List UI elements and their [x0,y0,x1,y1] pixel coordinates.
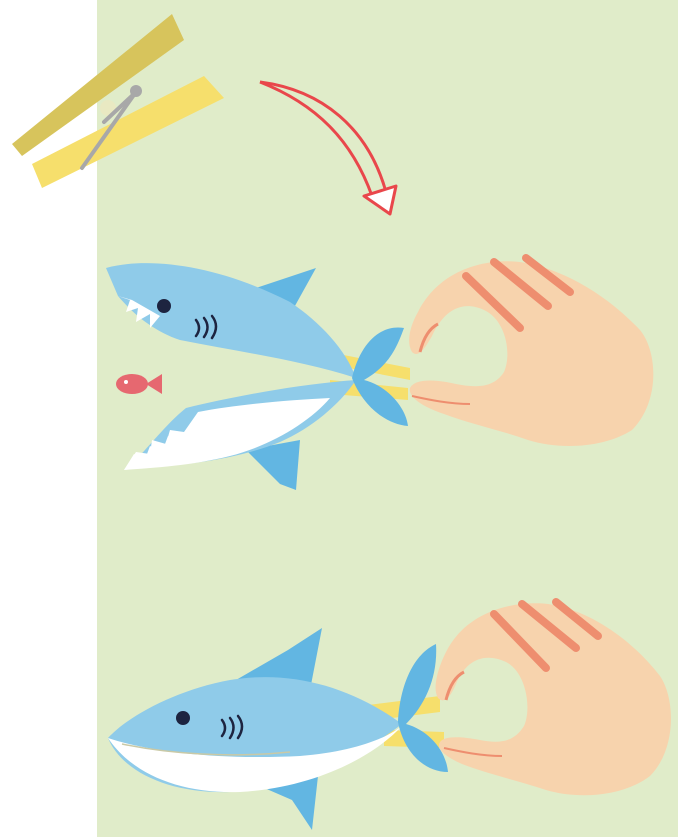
open-shark-scene [106,254,654,490]
shark-lower-body [124,380,356,490]
closed-shark-scene [108,598,671,830]
shark-tail [352,327,408,426]
shark-eye-icon [157,299,171,313]
clothespin-icon [12,14,224,188]
gill-icon [194,314,218,340]
gill-icon [220,714,244,740]
shark-tail [398,644,448,772]
curved-arrow-icon [259,80,398,216]
hand-icon [435,598,671,796]
hand-icon [409,254,654,446]
shark-eye-icon [176,711,190,725]
shark-belly [108,726,402,793]
shark-belly-fin [246,776,318,830]
shark-upper-body [106,263,356,378]
shark-dorsal-fin [236,628,322,690]
small-fish-icon [116,374,162,394]
